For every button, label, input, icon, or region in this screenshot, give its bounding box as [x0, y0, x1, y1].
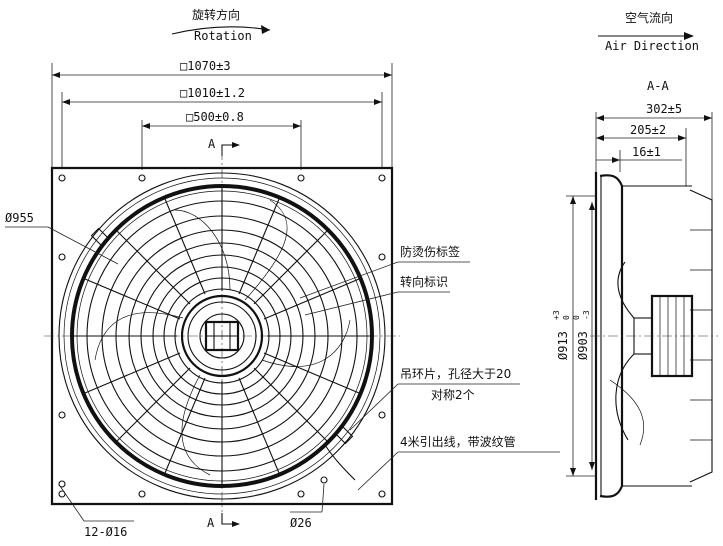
section-title: A-A: [647, 79, 669, 93]
lifting-tab-right: [334, 425, 354, 445]
dim-903: Ø903: [576, 331, 590, 360]
front-dimensions: □1070±3 □1010±1.2 □500±0.8: [51, 59, 393, 170]
lifting-tab-left: [90, 227, 110, 247]
section-view: A-A 302±5 205±2 16±1: [552, 79, 718, 500]
callout-lifting-ring-1: 吊环片，孔径大于20: [400, 367, 511, 381]
guard-spokes: [74, 188, 370, 484]
callout-rotation-mark: 转向标识: [400, 274, 448, 289]
air-direction-label-en: Air Direction: [605, 39, 699, 53]
mounting-holes: [58, 174, 386, 498]
dim-302: 302±5: [646, 102, 682, 116]
dim-holes: 12-Ø16: [84, 525, 127, 539]
dim-913-tol-lo: 0: [562, 315, 571, 320]
section-marker-bottom: A: [207, 513, 240, 530]
motor-hub: [180, 294, 264, 378]
rotation-label-en: Rotation: [194, 29, 252, 43]
callout-lifting-ring-2: 对称2个: [431, 388, 475, 402]
dim-26: Ø26: [290, 516, 312, 530]
dim-903-tol-up: 0: [572, 315, 581, 320]
rotation-label-cn: 旋转方向: [192, 7, 240, 22]
dim-205: 205±2: [630, 123, 666, 137]
dim-1010: □1010±1.2: [180, 86, 245, 100]
callout-lead-wire: 4米引出线，带波纹管: [400, 434, 516, 449]
callout-scald-label: 防烫伤标签: [400, 244, 460, 259]
air-direction-label-cn: 空气流向: [625, 10, 673, 25]
section-marker-a-top: A: [208, 137, 216, 151]
dim-913-tol-up: +3: [552, 310, 561, 320]
section-marker-top: A: [208, 137, 240, 156]
front-callouts: Ø955 防烫伤标签 转向标识 吊环片，孔径大于20 对称2个 4米引出线，带波…: [5, 211, 560, 539]
dim-903-tol-lo: -3: [582, 310, 591, 320]
dim-500: □500±0.8: [186, 110, 244, 124]
section-marker-a-bottom: A: [207, 516, 215, 530]
rotation-arrow-icon: [171, 26, 271, 35]
rotation-indicator: 旋转方向 Rotation: [171, 7, 271, 43]
lead-cable: [324, 444, 356, 481]
dim-1070: □1070±3: [180, 59, 231, 73]
air-direction-indicator: 空气流向 Air Direction: [598, 10, 699, 53]
front-view: [44, 150, 400, 512]
dim-16: 16±1: [632, 145, 661, 159]
dim-955: Ø955: [5, 211, 34, 225]
dim-913: Ø913: [556, 331, 570, 360]
fan-blades: [94, 199, 351, 476]
